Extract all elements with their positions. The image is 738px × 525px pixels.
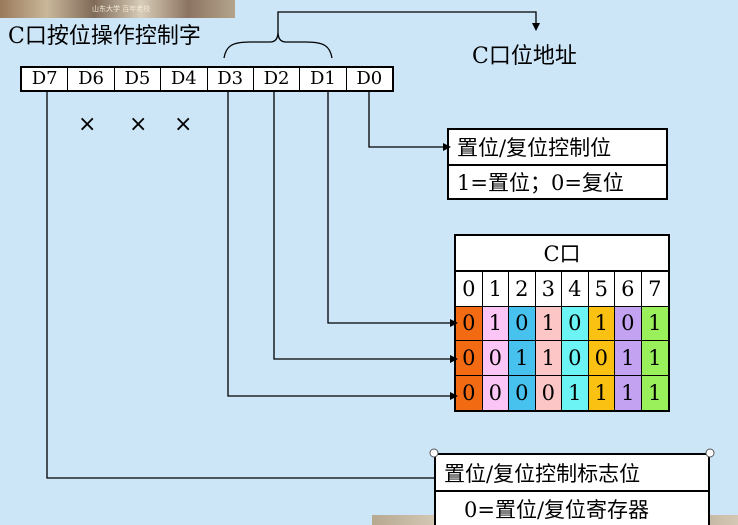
bit-d5: D5 (115, 68, 162, 90)
bit-d6: D6 (68, 68, 115, 90)
table-cell: 1 (588, 306, 615, 341)
table-cell: 0 (562, 306, 589, 341)
corner-photo-caption: 山东大学 百年老校 (92, 5, 151, 13)
table-col-header: 4 (562, 272, 589, 307)
table-cell: 1 (562, 375, 589, 410)
port-c-bit-table: C口 0 1 2 3 4 5 6 7 0 1 0 1 0 1 0 1 0 0 1… (454, 234, 670, 412)
resize-handle-left (429, 448, 439, 458)
resize-handle-right (705, 448, 715, 458)
set-reset-control-bit-box: 置位/复位控制位 1=置位；0=复位 (447, 128, 668, 200)
dont-care-mark-d5: × (129, 112, 148, 137)
set-reset-box-value: 1=置位；0=复位 (449, 164, 666, 198)
table-cell: 0 (456, 306, 483, 341)
table-cell: 0 (456, 375, 483, 410)
table-cell: 1 (482, 306, 509, 341)
table-cell: 1 (615, 375, 642, 410)
table-col-header: 1 (482, 272, 509, 307)
table-cell: 0 (482, 341, 509, 376)
dont-care-mark-d4: × (174, 112, 193, 137)
table-col-header: 7 (641, 272, 668, 307)
table-cell: 1 (509, 341, 536, 376)
brace-to-address-arrow (277, 11, 540, 32)
table-cell: 0 (456, 341, 483, 376)
bit-d0: D0 (356, 68, 383, 89)
table-cell: 1 (588, 375, 615, 410)
dont-care-mark-d6: × (78, 112, 97, 137)
page-title: C口按位操作控制字 (8, 24, 201, 49)
table-cell: 0 (535, 375, 562, 410)
table-cell: 0 (509, 306, 536, 341)
table-col-header: 2 (509, 272, 536, 307)
table-cell: 1 (641, 375, 668, 410)
table-cell: 1 (615, 341, 642, 376)
d2-to-row2-arrow (273, 92, 458, 363)
table-cell: 0 (482, 375, 509, 410)
bit-d1: D1 (300, 68, 347, 90)
bit-d7: D7 (22, 68, 69, 90)
bit-d3: D3 (208, 68, 254, 90)
d3-to-row3-arrow (227, 92, 458, 400)
table-cell: 0 (615, 306, 642, 341)
set-reset-flag-box: 置位/复位控制标志位 0=置位/复位寄存器 (434, 453, 710, 525)
flag-box-value: 0=置位/复位寄存器 (436, 490, 708, 525)
table-col-header: 5 (588, 272, 615, 307)
set-reset-box-header: 置位/复位控制位 (457, 136, 612, 160)
d1-to-row1-arrow (327, 92, 458, 327)
table-col-header: 0 (456, 272, 483, 307)
table-col-header: 3 (535, 272, 562, 307)
corner-photo: 山东大学 百年老校 (0, 0, 235, 18)
table-cell: 1 (535, 306, 562, 341)
d0-to-set-reset-arrow (368, 92, 451, 151)
table-cell: 1 (641, 306, 668, 341)
port-address-label: C口位地址 (472, 44, 577, 69)
table-cell: 1 (535, 341, 562, 376)
bit-d4: D4 (161, 68, 208, 90)
bit-d2: D2 (254, 68, 301, 90)
table-cell: 0 (562, 341, 589, 376)
table-col-header: 6 (615, 272, 642, 307)
flag-box-header: 置位/复位控制标志位 (444, 461, 641, 486)
control-word-register: D7 D6 D5 D4 D3 D2 D1 D0 (20, 66, 394, 92)
d7-to-flag-line (46, 92, 436, 479)
table-cell: 0 (509, 375, 536, 410)
port-c-table-header: C口 (456, 236, 668, 272)
table-cell: 1 (641, 341, 668, 376)
table-cell: 0 (588, 341, 615, 376)
brace-d3-d1 (223, 31, 333, 59)
